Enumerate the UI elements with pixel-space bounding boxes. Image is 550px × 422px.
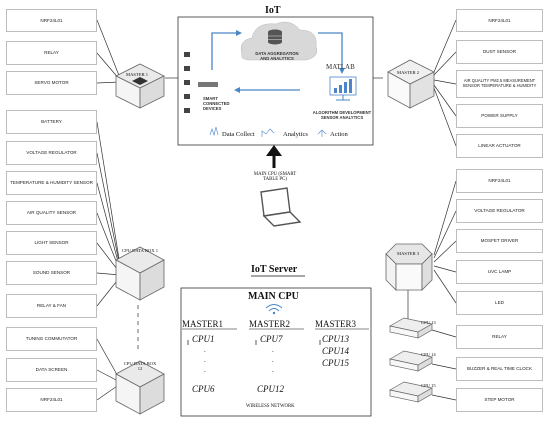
cpu-box1-label: CPU DATA BOX 1 xyxy=(122,248,159,253)
algo-label: ALGORITHM DEVELOPMENT SENSOR ANALYTICS xyxy=(312,110,372,120)
database-icon xyxy=(268,29,282,45)
cpu7-label: CPU7 xyxy=(260,334,283,344)
right-box-step-motor: STEP MOTOR xyxy=(456,388,543,412)
cpu1-label: CPU1 xyxy=(192,334,215,344)
master2-cube xyxy=(387,59,435,109)
cpu15-slab xyxy=(389,381,433,403)
left-box-light-sensor: LIGHT SENSOR xyxy=(6,231,97,255)
right-box-power-supply: POWER SUPPLY xyxy=(456,104,543,128)
left-box-relay: RELAY xyxy=(6,41,97,65)
right-box-dust-sensor: DUST SENSOR xyxy=(456,40,543,64)
right-box-buzzer-rtc: BUZZER & REAL TIME CLOCK xyxy=(456,357,543,381)
action-label: Action xyxy=(330,131,348,138)
cpu15-main-label: CPU15 xyxy=(322,358,349,368)
cpu13-slab xyxy=(389,317,433,339)
right-box-mosfet-driver: MOSFET DRIVER xyxy=(456,229,543,253)
left-box-nrf24l01-top: NRF24L01 xyxy=(6,9,97,32)
m1-dot-1: . xyxy=(204,346,206,354)
left-box-sound-sensor: SOUND SENSOR xyxy=(6,261,97,285)
master3-shape xyxy=(385,243,433,291)
right-box-uvc-lamp: UVC LAMP xyxy=(456,260,543,284)
cpu13-label: CPU 13 xyxy=(421,320,436,325)
right-box-nrf24l01-top: NRF24L01 xyxy=(456,9,543,32)
master2-heading: MASTER2 xyxy=(249,319,291,329)
iot-title: IoT xyxy=(265,5,281,16)
data-collect-label: Data Collect xyxy=(222,131,255,138)
cpu-box12-label: CPU DATA BOX 12 xyxy=(123,361,157,371)
left-box-battery: BATTERY xyxy=(6,110,97,134)
cpu-box1-cube xyxy=(115,246,165,301)
right-box-led: LED xyxy=(456,291,543,315)
right-box-voltage-regulator: VOLTAGE REGULATOR xyxy=(456,199,543,223)
master1-heading: MASTER1 xyxy=(182,319,224,329)
laptop-icon xyxy=(260,187,302,227)
master2-label: MASTER 2 xyxy=(397,70,420,75)
master3-heading: MASTER3 xyxy=(315,319,357,329)
cpu12-label: CPU12 xyxy=(257,384,284,394)
main-cpu-table-label: MAIN CPU (SMART TABLE PC) xyxy=(253,172,297,182)
devices-label: SMART CONNECTED DEVICES xyxy=(203,96,230,111)
left-box-servo-motor: SERVO MOTOR xyxy=(6,71,97,95)
master1-label: MASTER 1 xyxy=(126,72,149,77)
cpu14-slab xyxy=(389,350,433,372)
wireless-network-label: WIRELESS NETWORK xyxy=(246,404,295,409)
master1-cube xyxy=(115,63,165,109)
master3-label: MASTER 3 xyxy=(397,251,420,256)
cpu14-label: CPU 14 xyxy=(421,352,436,357)
m1-dot-2: . xyxy=(204,356,206,364)
right-box-nrf24l01-mid: NRF24L01 xyxy=(456,169,543,193)
left-box-air-quality: AIR QUALITY SENSOR xyxy=(6,201,97,225)
m1-dot-3: . xyxy=(204,366,206,374)
cpu-box12-cube xyxy=(115,360,165,415)
left-box-tuning-commutator: TUNING COMMUTATOR xyxy=(6,327,97,351)
iot-server-title: IoT Server xyxy=(251,264,298,275)
matlab-label: MATLAB xyxy=(326,63,355,71)
m2-dot-1: . xyxy=(272,346,274,354)
right-box-relay: RELAY xyxy=(456,325,543,349)
cloud-label: DATA AGGREGATION AND ANALYTICS xyxy=(255,51,299,61)
cpu13-main-label: CPU13 xyxy=(322,334,349,344)
left-box-nrf24l01-bottom: NRF24L01 xyxy=(6,388,97,412)
right-box-air-quality-pm25: AIR QUALITY PM2.5 MEASUREMENT SENSOR TEM… xyxy=(456,70,543,98)
main-cpu-title: MAIN CPU xyxy=(248,291,299,302)
m2-dot-2: . xyxy=(272,356,274,364)
left-box-data-screen: DATA SCREEN xyxy=(6,358,97,382)
cpu14-main-label: CPU14 xyxy=(322,346,349,356)
left-box-relay-fan: RELAY & FAN xyxy=(6,294,97,318)
right-box-linear-actuator: LINEAR ACTUATOR xyxy=(456,134,543,158)
left-box-voltage-regulator: VOLTAGE REGULATOR xyxy=(6,141,97,165)
left-box-temp-humidity: TEMPERATURE & HUMIDITY SENSOR xyxy=(6,171,97,195)
cpu15-label: CPU 15 xyxy=(421,383,436,388)
cpu6-label: CPU6 xyxy=(192,384,215,394)
m2-dot-3: . xyxy=(272,366,274,374)
analytics-label: Analytics xyxy=(283,131,308,138)
